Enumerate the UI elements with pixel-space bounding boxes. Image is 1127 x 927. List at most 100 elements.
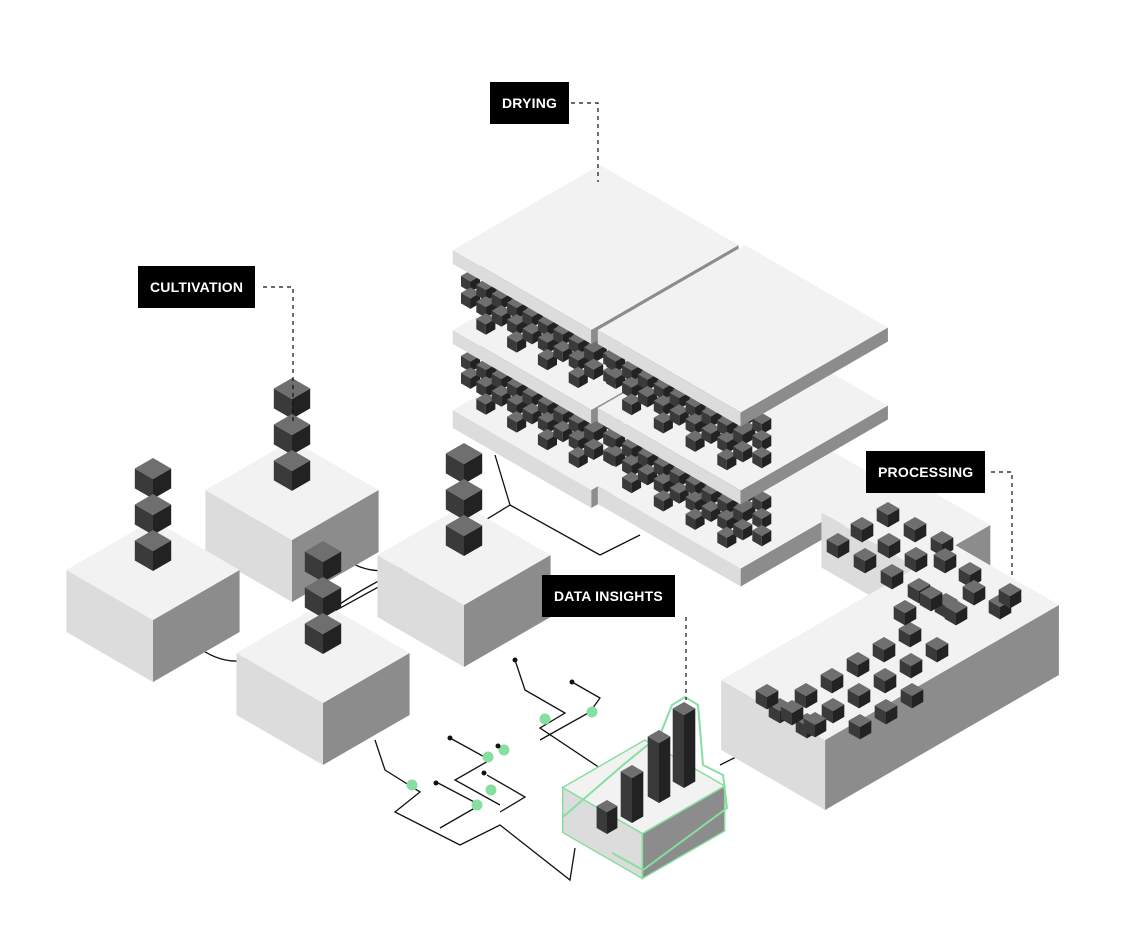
cultivation-pedestal-3 — [377, 443, 551, 667]
cube-icon — [622, 471, 642, 494]
cube-icon — [622, 393, 642, 416]
connector-line — [374, 739, 576, 882]
data-node — [471, 799, 483, 811]
label-data-insights: DATA INSIGHTS — [542, 575, 675, 617]
cube-icon — [134, 458, 172, 499]
cube-icon — [476, 296, 496, 318]
cultivation-pedestal-4 — [236, 541, 410, 765]
cube-icon — [872, 637, 896, 663]
cube-icon — [522, 323, 542, 345]
cube-icon — [584, 358, 604, 380]
label-leader-lines — [263, 102, 1013, 700]
cube-icon — [780, 700, 804, 726]
cube-icon — [461, 287, 480, 309]
data-node — [406, 779, 418, 791]
data-node — [539, 713, 551, 725]
cube-icon — [998, 583, 1022, 609]
cube-icon — [445, 515, 483, 556]
chart-bar — [620, 765, 644, 823]
cube-icon — [755, 684, 779, 710]
cube-icon — [476, 313, 496, 335]
cube-icon — [568, 366, 588, 389]
cube-icon — [899, 653, 923, 679]
cultivation-pedestal-2 — [66, 458, 240, 682]
cube-icon — [794, 683, 818, 709]
cube-icon — [622, 376, 642, 399]
cube-icon — [273, 378, 311, 419]
cube-icon — [507, 411, 527, 433]
cube-icon — [820, 668, 844, 694]
cube-icon — [685, 430, 705, 452]
cube-icon — [752, 524, 772, 547]
cube-icon — [900, 683, 924, 709]
cube-icon — [717, 526, 737, 549]
data-node — [586, 706, 598, 718]
cube-icon — [733, 423, 753, 446]
cube-icon — [507, 331, 527, 353]
cube-icon — [880, 564, 904, 590]
cube-icon — [904, 547, 928, 573]
chart-bar — [647, 730, 671, 803]
cube-icon — [853, 548, 877, 574]
connector-line — [486, 774, 527, 813]
cube-icon — [507, 394, 527, 416]
cube-icon — [522, 403, 542, 425]
terminal-dot — [447, 735, 453, 741]
cube-icon — [826, 533, 850, 559]
cube-icon — [273, 414, 311, 455]
cube-icon — [553, 340, 573, 363]
cube-icon — [584, 341, 604, 363]
terminal-dot — [433, 780, 439, 786]
cube-icon — [304, 613, 342, 654]
cube-icon — [568, 446, 588, 469]
cube-icon — [752, 412, 772, 435]
connector-line — [539, 681, 601, 741]
chart-base — [561, 739, 727, 880]
data-node — [482, 751, 494, 763]
cube-icon — [461, 367, 480, 389]
cube-icon — [903, 517, 927, 543]
terminal-dot — [569, 679, 575, 685]
cube-icon — [653, 395, 673, 417]
terminal-dot — [481, 770, 487, 776]
cube-icon — [717, 431, 737, 454]
cube-icon — [669, 404, 689, 426]
cube-icon — [821, 698, 845, 724]
cube-icon — [606, 367, 626, 389]
label-drying: DRYING — [490, 82, 570, 124]
cube-icon — [553, 420, 573, 443]
cube-icon — [847, 683, 871, 709]
cube-icon — [537, 411, 557, 434]
cube-icon — [685, 508, 705, 530]
cube-icon — [568, 412, 588, 435]
data-node — [498, 744, 510, 756]
cube-icon — [733, 518, 753, 541]
cube-icon — [685, 491, 705, 513]
cube-icon — [568, 429, 588, 452]
cube-icon — [919, 586, 943, 612]
data-insights-platform — [561, 695, 729, 880]
terminal-dot — [512, 657, 518, 663]
cube-icon — [944, 600, 968, 626]
cube-icon — [637, 385, 657, 408]
leader-line — [263, 286, 294, 425]
cube-icon — [752, 507, 772, 530]
cube-icon — [850, 517, 874, 543]
label-cultivation: CULTIVATION — [138, 266, 256, 308]
chart-outline — [562, 695, 729, 872]
connector-line — [514, 659, 641, 769]
cube-icon — [491, 385, 511, 407]
cube-icon — [134, 530, 172, 571]
cube-icon — [537, 428, 557, 451]
cube-icon — [803, 712, 827, 738]
connector-line — [599, 534, 641, 556]
cube-icon — [445, 443, 483, 484]
data-node — [485, 784, 497, 796]
cube-icon — [685, 413, 705, 435]
cube-icon — [476, 393, 496, 415]
rack-slab — [597, 245, 888, 427]
cube-icon — [568, 332, 588, 355]
cube-icon — [507, 314, 527, 336]
cube-icon — [584, 438, 604, 460]
